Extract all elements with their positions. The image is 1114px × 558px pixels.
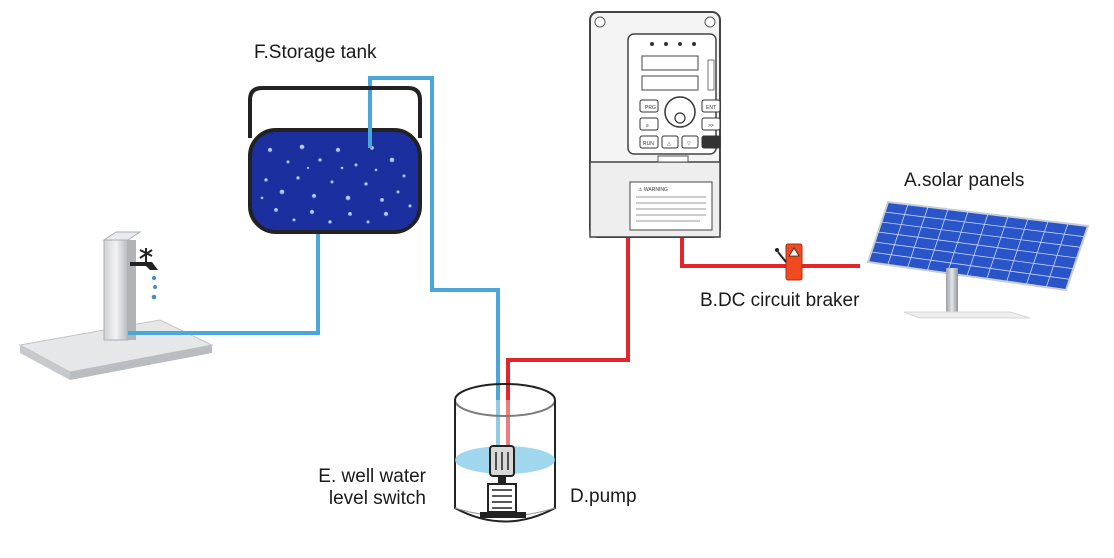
pipe-tank-to-faucet <box>128 222 320 335</box>
up-key: △ <box>667 141 671 147</box>
cable-inverter-to-solar <box>680 236 860 268</box>
level-switch-label: E. well water level switch <box>270 466 426 510</box>
faucet-tap-icon <box>130 248 158 270</box>
pump-inverter: PRG ENT ≡ >> RUN △ ▽ ⚠ WARNING <box>589 11 721 238</box>
warning-title: ⚠ WARNING <box>638 187 668 193</box>
level-switch-icon <box>489 445 515 484</box>
dc-breaker-label: B.DC circuit braker <box>700 290 860 311</box>
solar-grid <box>871 204 1085 288</box>
pump-label: D.pump <box>570 486 637 507</box>
solar-cell-line <box>874 241 1074 270</box>
ent-key: ENT <box>706 105 716 111</box>
solar-cell-line <box>881 221 1081 248</box>
run-key: RUN <box>643 141 654 147</box>
storage-tank-label: F.Storage tank <box>254 42 377 63</box>
solar-panels <box>866 200 1090 319</box>
solar-panels-label: A.solar panels <box>904 170 1025 191</box>
water-drops <box>151 276 157 300</box>
dc-breaker <box>775 243 803 281</box>
pump-icon <box>480 483 526 518</box>
level-switch-label-line1: E. well water <box>318 466 426 487</box>
cable-inverter-to-pump <box>506 236 630 448</box>
power-cables <box>506 236 860 448</box>
faucet-stand <box>18 231 214 380</box>
solar-cell-line <box>877 231 1078 259</box>
down-key: ▽ <box>687 141 691 147</box>
menu-key: ≡ <box>646 123 649 129</box>
tank-bubbles <box>260 144 412 224</box>
prg-key: PRG <box>645 105 656 111</box>
shift-key: >> <box>708 123 714 129</box>
solar-cell-line <box>871 251 1070 280</box>
storage-tank <box>248 86 422 234</box>
level-switch-label-line2: level switch <box>328 487 426 509</box>
solar-cell-line <box>884 211 1085 238</box>
